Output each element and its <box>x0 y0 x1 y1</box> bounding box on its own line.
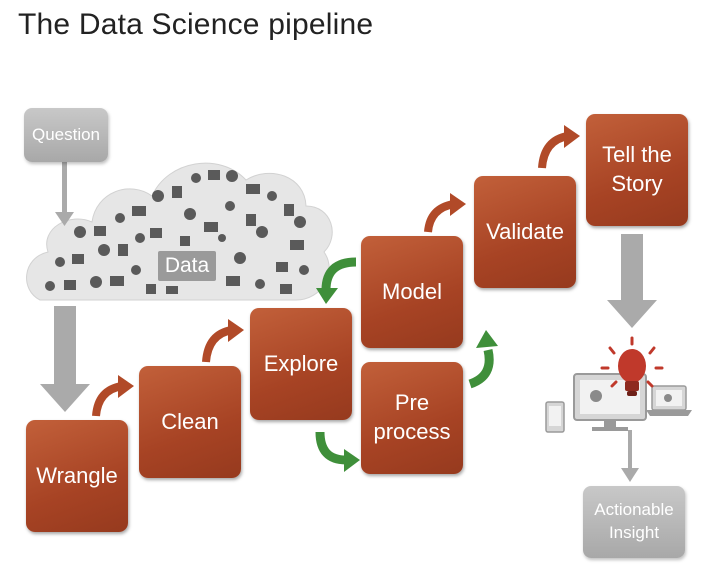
green-arrows <box>315 257 494 465</box>
step-model: Model <box>361 236 463 348</box>
data-label: Data <box>158 251 216 281</box>
step-tell-the-story: Tell the Story <box>586 114 688 226</box>
step-validate-label: Validate <box>486 218 564 244</box>
question-box: Question <box>24 108 108 162</box>
step-wrangle-label: Wrangle <box>36 462 118 488</box>
insight-label-line2: Insight <box>608 523 660 542</box>
lightbulb-icon <box>600 336 664 396</box>
actionable-insight-box: Actionable Insight <box>583 486 685 558</box>
insight-label-line1: Actionable <box>594 500 674 520</box>
step-model-label: Model <box>382 278 442 304</box>
step-clean: Clean <box>139 366 241 478</box>
step-explore: Explore <box>250 308 352 420</box>
step-tell-label-line1: Tell the <box>602 142 672 168</box>
gray-arrows <box>40 162 657 482</box>
step-tell-label-line2: Story <box>611 171 663 196</box>
step-preprocess-label-line1: Pre <box>394 390 430 416</box>
data-cloud-icon <box>26 162 333 301</box>
step-wrangle: Wrangle <box>26 420 128 532</box>
insight-devices-icon <box>545 373 692 433</box>
step-preprocess-label-line2: process <box>373 419 451 444</box>
step-preprocess: Pre process <box>361 362 463 474</box>
step-clean-label: Clean <box>161 408 219 434</box>
question-label: Question <box>31 124 101 144</box>
step-validate: Validate <box>474 176 576 288</box>
step-explore-label: Explore <box>263 350 339 376</box>
page-title: The Data Science pipeline <box>18 8 374 41</box>
